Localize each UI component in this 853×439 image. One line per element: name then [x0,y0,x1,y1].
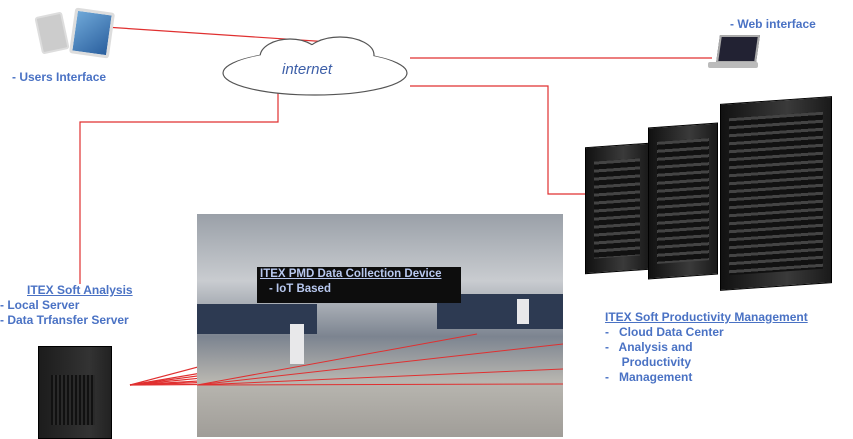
device-item: - IoT Based [269,283,331,295]
productivity-title: ITEX Soft Productivity Management [605,310,808,324]
laptop-base [708,62,758,68]
analysis-item: - Local Server [0,298,80,312]
users-interface-label: - Users Interface [12,70,107,84]
server-rack-icon [648,122,718,280]
factory-detail [197,294,563,386]
tablet-icon [68,7,116,59]
local-server-icon [38,346,112,439]
web-interface-label: - Web interface [730,17,816,31]
internet-label: internet [282,61,333,78]
cloud-icon [222,36,408,96]
analysis-item: - Data Trfansfer Server [0,313,129,327]
productivity-item: - Analysis and [605,340,693,354]
productivity-item: Productivity [605,355,692,369]
device-title: ITEX PMD Data Collection Device [260,268,442,280]
device-label-box: ITEX PMD Data Collection Device - IoT Ba… [257,267,461,303]
wire-internet-analysis [79,88,279,284]
productivity-item: - Cloud Data Center [605,325,724,339]
laptop-icon [716,35,760,63]
server-rack-icon [720,96,832,291]
productivity-item: - Management [605,370,693,384]
server-rack-icon [585,142,649,275]
analysis-title: ITEX Soft Analysis [27,283,133,297]
wire-internet-datacenter [410,85,585,195]
